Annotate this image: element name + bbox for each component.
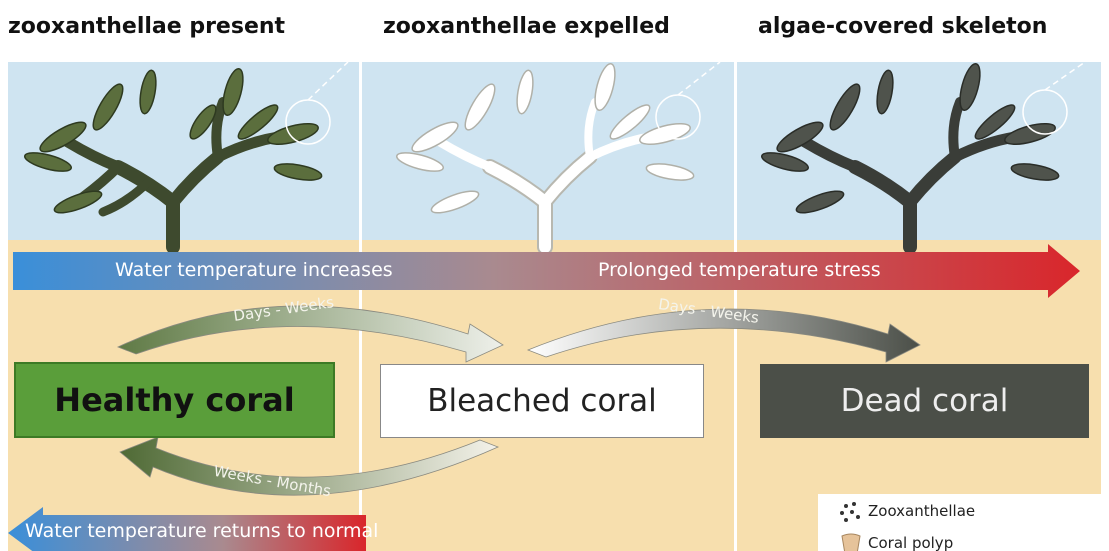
arrow-healthy-to-bleached bbox=[118, 306, 503, 362]
dead-coral-box: Dead coral bbox=[760, 364, 1089, 438]
band-label-return: Water temperature returns to normal bbox=[25, 520, 378, 542]
band-label-stress: Prolonged temperature stress bbox=[598, 259, 881, 281]
bleached-coral-box: Bleached coral bbox=[380, 364, 704, 438]
legend-label-coral-polyp: Coral polyp bbox=[868, 534, 953, 551]
coral-polyp-icon bbox=[838, 532, 864, 551]
coral-bleaching-diagram: Water temperature increases Prolonged te… bbox=[8, 62, 1101, 551]
temperature-arrows bbox=[8, 62, 1101, 551]
band-label-increase: Water temperature increases bbox=[115, 259, 393, 281]
caption-dead: algae-covered skeleton bbox=[758, 14, 1047, 39]
healthy-coral-box: Healthy coral bbox=[14, 362, 335, 438]
legend: Zooxanthellae Coral polyp bbox=[818, 494, 1101, 551]
legend-label-zooxanthellae: Zooxanthellae bbox=[868, 502, 975, 520]
caption-bleached: zooxanthellae expelled bbox=[383, 14, 670, 39]
caption-healthy: zooxanthellae present bbox=[8, 14, 285, 39]
